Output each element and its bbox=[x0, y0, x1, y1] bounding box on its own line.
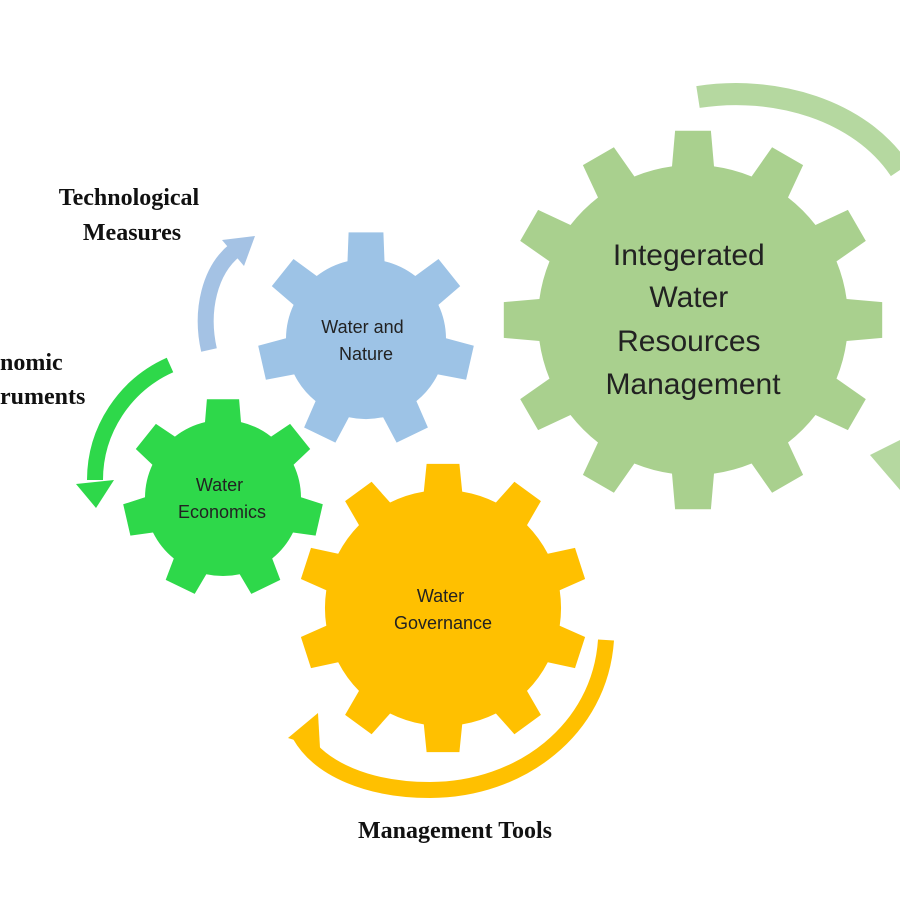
water-economics-label: Water Economics bbox=[178, 475, 266, 522]
water-nature-gear bbox=[258, 232, 474, 443]
technological-measures-label-line: Measures bbox=[83, 220, 181, 246]
iwrm-label-line: Management bbox=[605, 368, 781, 401]
technological-measures-label-line: Technological bbox=[59, 185, 200, 211]
iwrm-gear-label: Integerated Water Resources Management bbox=[605, 239, 781, 401]
iwrm-label-line: Water bbox=[649, 281, 728, 314]
iwrm-cycle-arrowhead bbox=[870, 440, 900, 490]
water-governance-label-line: Water bbox=[417, 586, 464, 606]
economic-instruments-label: nomic ruments bbox=[0, 350, 85, 410]
water-nature-label: Water and Nature bbox=[321, 317, 408, 364]
management-tools-arrowhead bbox=[288, 713, 320, 748]
iwrm-cycle-arrow bbox=[696, 83, 900, 177]
iwrm-label-line: Integerated bbox=[613, 239, 765, 272]
water-nature-label-line: Water and bbox=[321, 317, 403, 337]
economic-instruments-label-line: ruments bbox=[0, 384, 85, 410]
water-economics-label-line: Water bbox=[196, 475, 243, 495]
iwrm-gear bbox=[503, 130, 883, 510]
water-economics-gear bbox=[123, 399, 323, 594]
water-governance-label: Water Governance bbox=[394, 586, 492, 633]
economic-instruments-arrow bbox=[87, 357, 174, 481]
water-governance-label-line: Governance bbox=[394, 613, 492, 633]
technological-measures-arrowhead bbox=[222, 236, 255, 266]
water-economics-label-line: Economics bbox=[178, 502, 266, 522]
management-tools-arrow bbox=[293, 639, 614, 799]
technological-measures-arrow bbox=[197, 243, 241, 352]
management-tools-label: Management Tools bbox=[358, 818, 552, 844]
iwrm-label-line: Resources bbox=[617, 325, 760, 358]
technological-measures-label: Technological Measures bbox=[59, 185, 205, 246]
water-nature-label-line: Nature bbox=[339, 344, 393, 364]
economic-instruments-arrowhead bbox=[76, 480, 114, 508]
water-governance-gear bbox=[300, 463, 586, 753]
economic-instruments-label-line: nomic bbox=[0, 350, 63, 376]
